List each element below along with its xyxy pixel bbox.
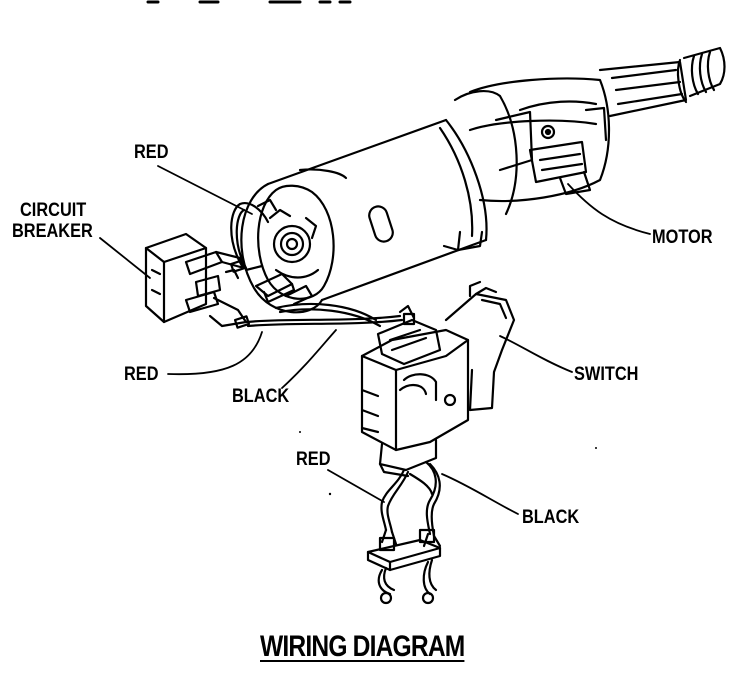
switch-illustration [360,280,516,478]
wires [230,202,404,328]
label-switch: SWITCH [574,364,639,385]
brush-terminal [366,528,442,605]
diagram-title: WIRING DIAGRAM [260,630,465,663]
leader-red-top [157,165,253,215]
specks [299,431,597,496]
motor-end-cap [240,182,335,314]
lower-wires [380,460,442,548]
leader-switch [499,335,573,373]
motor-shaft [598,46,726,118]
label-circuit-breaker-line2: BREAKER [12,221,93,242]
label-circuit-breaker-line1: CIRCUIT [20,200,87,221]
leader-circuit-breaker [99,237,151,279]
leader-black-middle [281,329,337,389]
leader-motor [567,183,651,235]
label-red-left: RED [124,364,159,385]
label-motor: MOTOR [652,227,713,248]
motor-illustration [240,46,726,314]
label-red-bottom: RED [296,449,331,470]
motor-body [266,118,488,302]
label-black-middle: BLACK [232,386,290,407]
label-black-bottom: BLACK [522,507,580,528]
leader-lines [99,165,651,515]
leader-red-left [167,331,263,376]
label-red-top: RED [134,142,169,163]
leader-red-bottom [327,469,385,503]
motor-end-housing [453,77,611,216]
leader-black-bottom [441,473,519,515]
